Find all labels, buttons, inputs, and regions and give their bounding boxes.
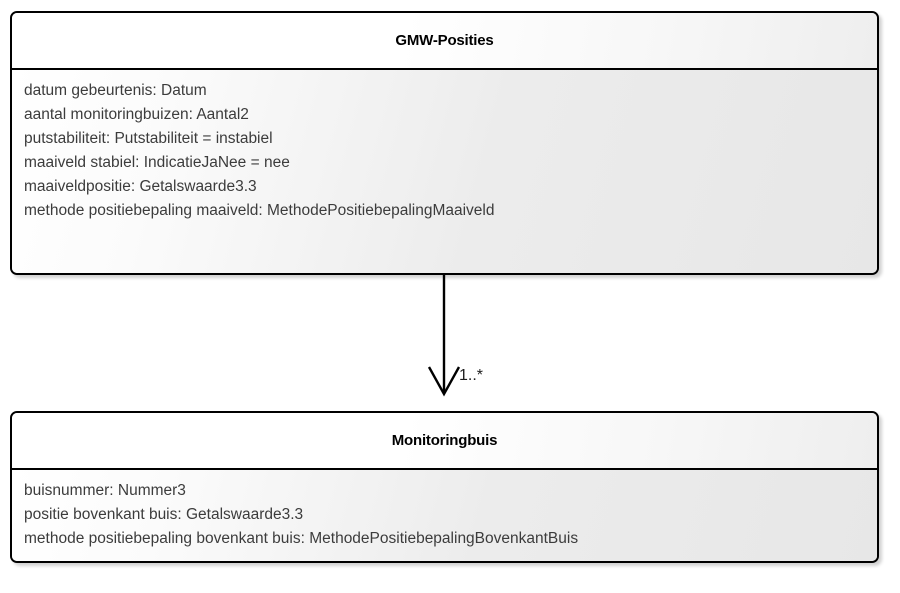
attribute-row: methode positiebepaling bovenkant buis: …	[24, 530, 579, 547]
attribute-row: putstabiliteit: Putstabiliteit = instabi…	[24, 130, 273, 147]
attribute-row: methode positiebepaling maaiveld: Method…	[24, 202, 495, 219]
attribute-row: maaiveld stabiel: IndicatieJaNee = nee	[24, 154, 290, 171]
association-multiplicity-label: 1..*	[459, 367, 484, 384]
attribute-row: aantal monitoringbuizen: Aantal2	[24, 106, 249, 123]
class-name-monitoringbuis: Monitoringbuis	[391, 432, 498, 449]
class-header-gmw-posities: GMW-Posities	[12, 13, 877, 70]
class-attributes-monitoringbuis: buisnummer: Nummer3 positie bovenkant bu…	[12, 470, 877, 561]
attribute-row: maaiveldpositie: Getalswaarde3.3	[24, 178, 257, 195]
attribute-row: datum gebeurtenis: Datum	[24, 82, 207, 99]
attribute-row: buisnummer: Nummer3	[24, 482, 186, 499]
class-box-gmw-posities[interactable]: GMW-Posities datum gebeurtenis: Datum aa…	[10, 11, 879, 275]
class-name-gmw-posities: GMW-Posities	[395, 32, 494, 49]
class-attributes-gmw-posities: datum gebeurtenis: Datum aantal monitori…	[12, 70, 877, 273]
class-box-monitoringbuis[interactable]: Monitoringbuis buisnummer: Nummer3 posit…	[10, 411, 879, 563]
class-header-monitoringbuis: Monitoringbuis	[12, 413, 877, 470]
attribute-row: positie bovenkant buis: Getalswaarde3.3	[24, 506, 304, 523]
association-arrowhead-icon	[427, 366, 461, 397]
